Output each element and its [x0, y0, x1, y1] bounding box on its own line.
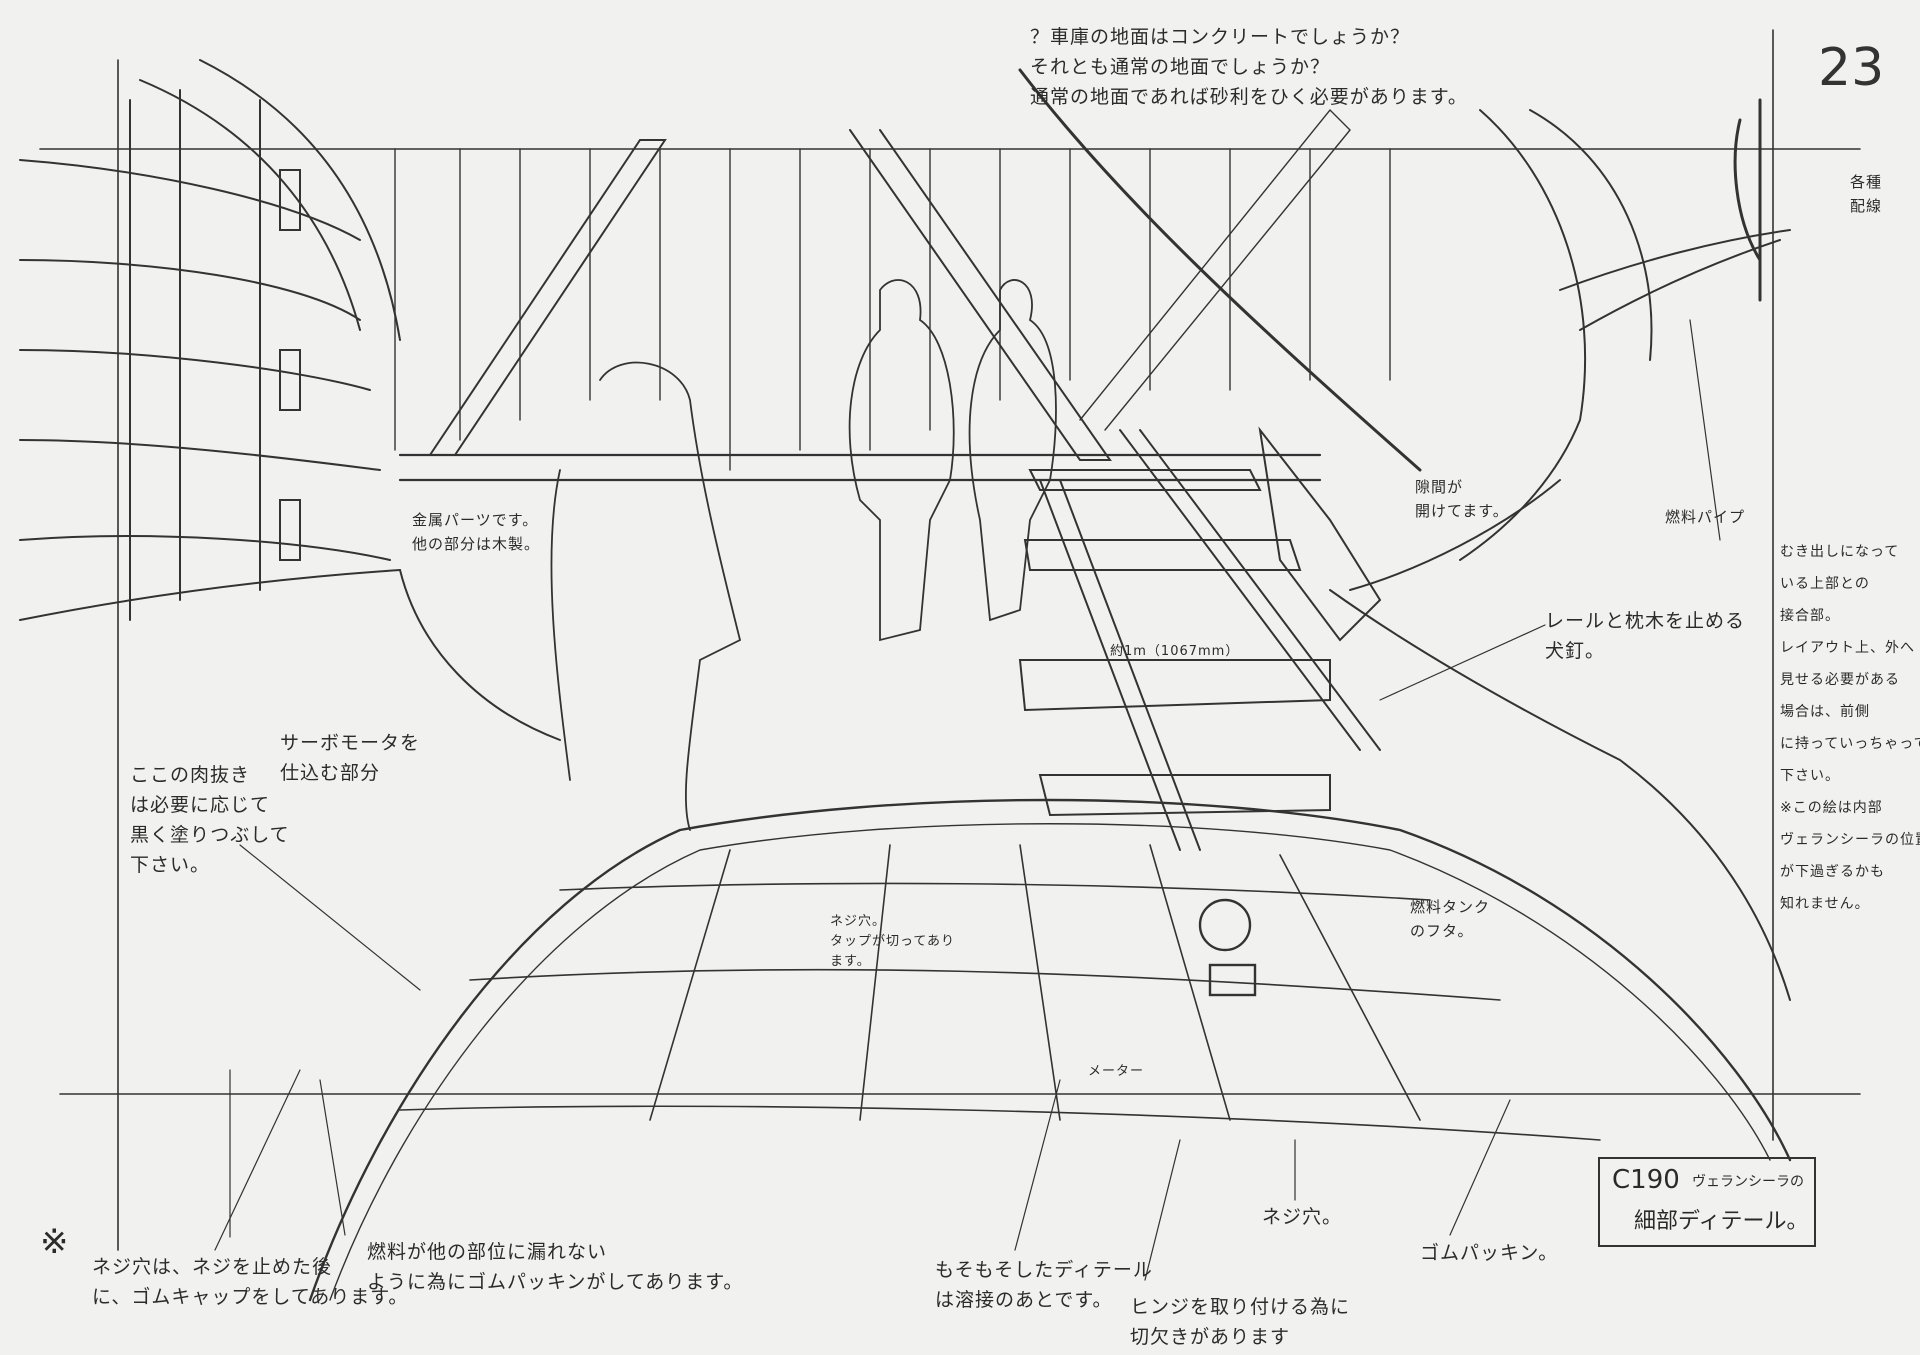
note-hinge: ヒンジを取り付ける為に 切欠きがあります: [1130, 1296, 1351, 1348]
railway-track: [1018, 426, 1382, 851]
note-weld: もそもそしたディテール は溶接のあとです。: [935, 1259, 1153, 1311]
cut-number: C190: [1612, 1165, 1680, 1195]
cut-title: 細部ディテール。: [1634, 1209, 1809, 1234]
note-lightening: ここの肉抜き は必要に応じて 黒く塗りつぶして 下さい。: [130, 764, 290, 876]
note-fuel-pipe: 燃料パイプ: [1665, 508, 1746, 526]
note-gap: 隙間が 開けてます。: [1415, 478, 1509, 520]
note-joint: むき出しになって いる上部との 接合部。 レイアウト上、外へ 見せる必要がある …: [1780, 544, 1920, 912]
note-rail-spike: レールと枕木を止める 犬釘。: [1545, 610, 1746, 662]
note-meter: メーター: [1088, 1064, 1145, 1079]
page-number: 23: [1818, 38, 1885, 98]
note-asterisk: ※: [40, 1222, 70, 1262]
cut-label-box: C190 ヴェランシーラの 細部ディテール。: [1598, 1157, 1816, 1247]
note-fuel-leak: 燃料が他の部位に漏れない ように為にゴムパッキンがしてあります。: [367, 1241, 744, 1293]
right-structure: [1329, 98, 1791, 1001]
left-structure: [19, 59, 561, 741]
note-wiring: 各種 配線: [1850, 173, 1883, 215]
note-fuel-cap: 燃料タンク のフタ。: [1410, 898, 1491, 940]
note-servo: サーボモータを 仕込む部分: [280, 732, 421, 784]
note-gauge: 約1m（1067mm）: [1110, 644, 1240, 659]
note-ground-question: ？車庫の地面はコンクリートでしょうか？ それとも通常の地面でしょうか？ 通常の地…: [1030, 26, 1468, 108]
cut-subject: ヴェランシーラの: [1692, 1174, 1804, 1190]
figures: [550, 279, 1057, 831]
foreground-panel-floor: [308, 798, 1792, 1302]
frame-guides: [39, 29, 1861, 1251]
note-screw-cap: ネジ穴は、ネジを止めた後 に、ゴムキャップをしてあります。: [92, 1256, 409, 1308]
note-screw-hole: ネジ穴。: [1262, 1206, 1343, 1228]
note-metal-parts: 金属パーツです。 他の部分は木製。: [412, 511, 541, 553]
leader-lines: [214, 319, 1721, 1281]
note-screw-hole-tap: ネジ穴。 タップが切ってあり ます。: [830, 914, 955, 969]
note-rubber-packing: ゴムパッキン。: [1420, 1242, 1559, 1264]
wooden-wall: [394, 68, 1422, 482]
